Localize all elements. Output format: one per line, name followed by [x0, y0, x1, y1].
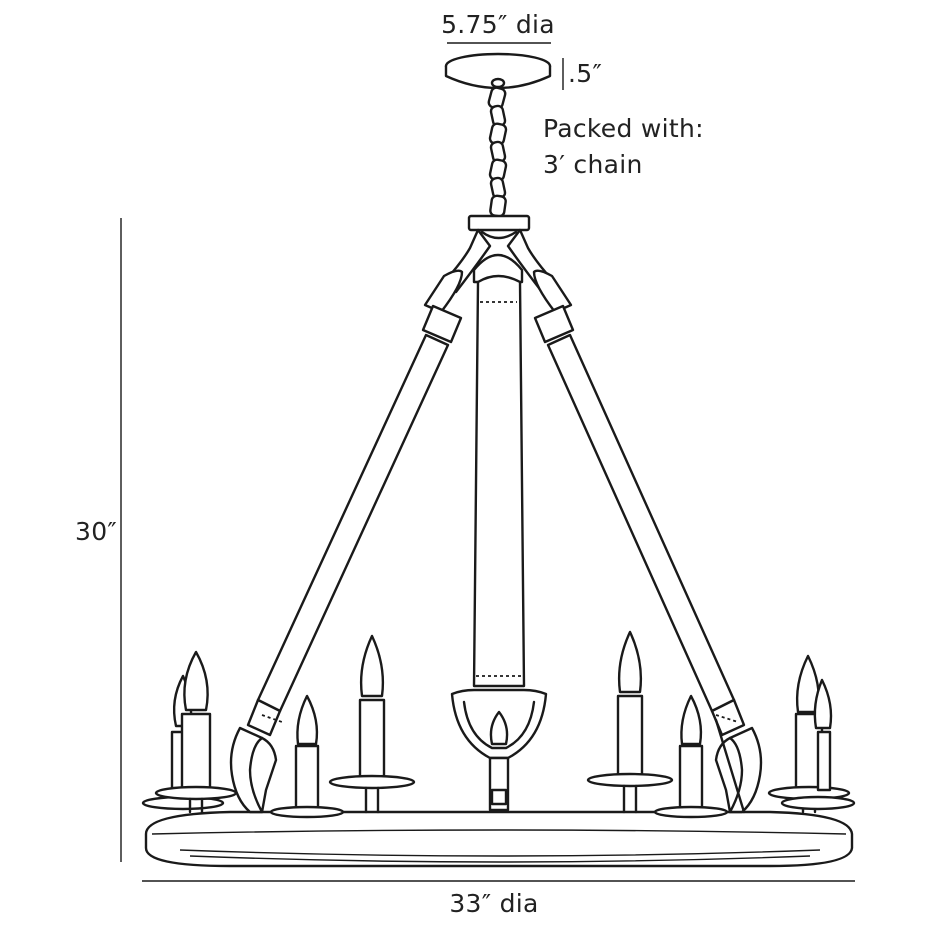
packed-note-line-1: Packed with:: [543, 114, 704, 143]
candle-far-left: [154, 650, 238, 814]
candle-left-main: [328, 634, 416, 814]
packed-note-line-2: 3′ chain: [543, 150, 643, 179]
base-ring: [144, 810, 854, 868]
right-foot-clamp: [714, 718, 763, 814]
candle-right-inner: [653, 694, 729, 819]
canopy-diameter-label: 5.75″ dia: [441, 10, 555, 39]
overall-height-label: 30″: [75, 517, 117, 546]
candle-far-right: [767, 654, 851, 814]
canopy-diameter-dimension: 5.75″ dia: [441, 10, 555, 44]
left-arm: [246, 269, 464, 737]
overall-height-dimension: 30″: [75, 218, 122, 862]
canopy-height-label: .5″: [568, 59, 602, 88]
left-foot-clamp: [229, 726, 278, 814]
canopy-height-dimension: .5″: [562, 58, 602, 90]
center-arm: [450, 274, 548, 812]
chain: [487, 86, 508, 218]
candle-far-right-back: [780, 678, 856, 811]
overall-diameter-dimension: 33″ dia: [142, 880, 855, 918]
right-arm: [532, 269, 746, 737]
candle-left-inner: [269, 694, 345, 819]
overall-diameter-label: 33″ dia: [449, 889, 538, 918]
candle-right-main: [586, 630, 674, 814]
packed-note: Packed with: 3′ chain: [543, 114, 704, 179]
canopy: [444, 52, 552, 90]
